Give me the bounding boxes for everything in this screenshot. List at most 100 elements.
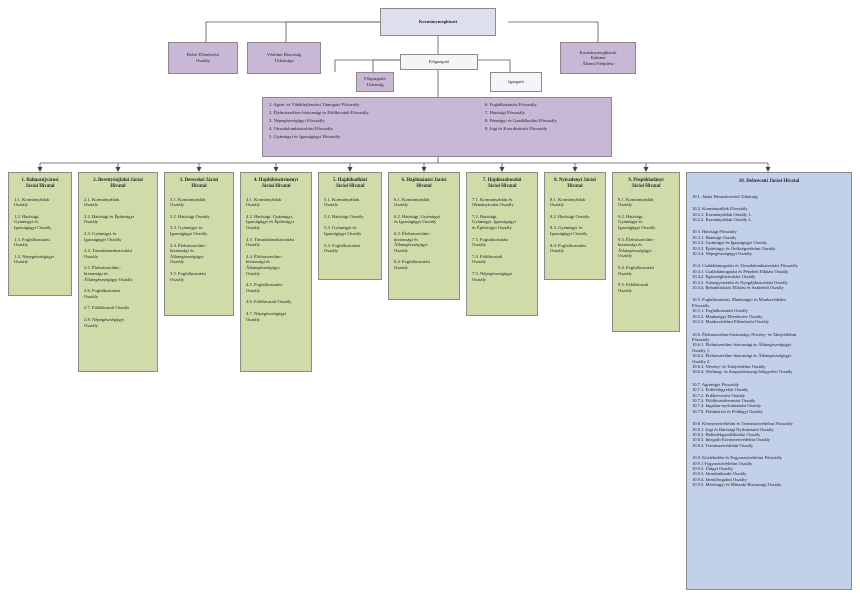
district-unit: 8.2. Hatósági Osztály	[550, 214, 600, 220]
district-unit-line: 1.1. Kormányablak	[14, 196, 50, 202]
debrecen-unit-line: 10.8.4. Természetvédelmi Osztály	[692, 442, 754, 448]
district-unit-line: 7.1. Kormányablak és	[472, 196, 513, 202]
department-item: 1. Agrár- és Vidékfejlesztést Támogató F…	[269, 102, 360, 107]
department-item: 9. Jogi és Koordinációs Főosztály	[485, 125, 548, 131]
district-unit-line: Állategészségügyi Osztály	[84, 276, 133, 282]
debrecen-group: 10.6. Élelmiszerlánc-biztonsági, Növény-…	[692, 332, 846, 375]
igazgato-title: Igazgató	[508, 79, 524, 85]
district-unit-line: 5.2. Hatósági Osztály	[324, 213, 364, 219]
debrecen-unit-line: 10.8.3. Integrált Környezetvédelmi Osztá…	[692, 437, 770, 443]
vedelmi-bizottsag-line2: Titkársága	[274, 58, 294, 63]
debrecen-unit-line: 10.4.3. Adategyeztetési és Nyugdíjbiztos…	[692, 279, 788, 285]
district-unit-line: Osztály	[246, 242, 261, 248]
district-unit-line: Osztály	[84, 293, 99, 299]
district-unit-line: Osztály	[170, 202, 185, 208]
debrecen-unit-line: 10.4.1. Családtámogatási és Pénzbeli Ell…	[692, 268, 789, 274]
district-unit-line: 2.6. Foglalkoztatási	[84, 288, 121, 294]
district-unit-line: 3.2. Hatósági Osztály	[170, 213, 210, 219]
debrecen-unit-line: 10.9. Közlekedési és Fogyasztóvédelmi Fő…	[692, 455, 782, 461]
district-title-line: 7. Hajdúszoboszlói	[482, 178, 522, 183]
district-unit-line: és Igazságügyi Osztály	[394, 219, 437, 225]
arrow-down-icon	[421, 167, 427, 172]
debrecen-box: 10. Debreceni Járási Hivatal 10.1. Járás…	[686, 172, 852, 590]
district-unit-line: 4.3. Társadalombiztosítási	[246, 236, 295, 242]
kabinet-line2: Kabinet	[590, 55, 606, 61]
district-unit-line: Osztály	[324, 248, 339, 254]
district-unit-line: és Építésügyi Osztály	[472, 224, 512, 230]
debrecen-unit-line: 10.9.5. Mérésügyi és Műszaki Biztonsági …	[692, 482, 782, 488]
district-unit-line: Osztály	[550, 248, 565, 254]
district-unit-line: Okmányirodai Osztály	[472, 202, 514, 208]
debrecen-unit-line: 10.5. Foglalkoztatási, Munkaügyi és Munk…	[692, 297, 786, 303]
district-title-line: 4. Hajdúböszörményi	[254, 178, 298, 183]
arrow-down-icon	[643, 167, 649, 172]
igazgato-box: Igazgató	[490, 72, 542, 92]
district-title-line: 6. Hajdúnánási Járási	[401, 178, 447, 183]
debrecen-unit-line: 10.6.3. Növény- és Talajvédelmi Osztály	[692, 363, 766, 369]
debrecen-unit-line: 10.7. Agrárügyi Főosztály	[692, 381, 739, 387]
debrecen-group: 10.5. Foglalkoztatási, Munkaügyi és Munk…	[692, 297, 846, 324]
debrecen-unit-line: 10.8.2. Hulladékgazdálkodási Osztály	[692, 432, 761, 438]
district-unit-line: Osztály	[246, 270, 261, 276]
district-title-line: Járási Hivatal	[631, 183, 661, 189]
district-unit-line: 8.1. Kormányablak	[550, 196, 586, 202]
debrecen-unit-line: 10.4.2. Egészségbiztosítási Osztály	[692, 274, 756, 280]
district-unit-line: Osztály	[618, 202, 633, 208]
district-unit-line: 8.4. Foglalkoztatási	[550, 242, 587, 248]
district-unit-line: Osztály	[246, 287, 261, 293]
district-unit-line: Osztály	[14, 242, 29, 248]
district-unit-line: Osztály	[550, 202, 565, 208]
vedelmi-bizottsag-box: Védelmi Bizottság Titkársága	[247, 42, 321, 74]
district-unit-line: Osztály	[84, 322, 99, 328]
debrecen-unit-line: 10.5.1. Foglalkoztatási Osztály	[692, 308, 748, 314]
district-unit-line: 3.3. Gyámügyi és	[170, 225, 203, 231]
district-unit-line: Osztály	[472, 276, 487, 282]
district-unit-line: 4.4. Élelmiszerlánc-	[246, 253, 283, 259]
district-unit-line: Igazságügyi és Építésügyi	[246, 219, 294, 225]
debrecen-unit-line: 10.6.1. Élelmiszerlánc-biztonsági és Áll…	[692, 342, 792, 348]
district-unit-line: Osztály	[14, 202, 29, 208]
district-unit-line: 7.4. Földhivatali	[472, 253, 503, 259]
debrecen-unit-line: 10.9.3. Járműműszaki Osztály	[692, 471, 747, 477]
district-title-line: 9. Püspökladányi	[628, 178, 664, 183]
district-unit-line: Osztály	[246, 316, 261, 322]
district-title-line: 3. Derecskei Járási	[179, 178, 219, 183]
district-title-line: 1. Balmazújvárosi	[21, 178, 59, 183]
arrow-down-icon	[765, 167, 771, 172]
district-unit-line: Igazságügyi Osztály	[550, 230, 588, 236]
foigazgato-title: Főigazgató	[428, 59, 450, 65]
district-unit-line: biztonsági és	[170, 248, 194, 254]
belso-ellenorzesi-line2: Osztály	[195, 58, 211, 63]
district-unit-line: 1.3. Foglalkoztatási	[14, 236, 51, 242]
district-unit-line: Osztály	[246, 224, 261, 230]
district-unit-line: 7.5. Népegészségügyi	[472, 270, 513, 276]
district-unit-line: biztonsági és	[84, 270, 108, 276]
district-unit-line: Osztály	[618, 287, 633, 293]
district-unit-line: Osztály	[84, 253, 99, 259]
district-unit-line: 9.2. Hatósági,	[618, 213, 644, 219]
kabinet-line3: Állami Főépítész	[582, 60, 614, 66]
arrow-down-icon	[115, 167, 121, 172]
